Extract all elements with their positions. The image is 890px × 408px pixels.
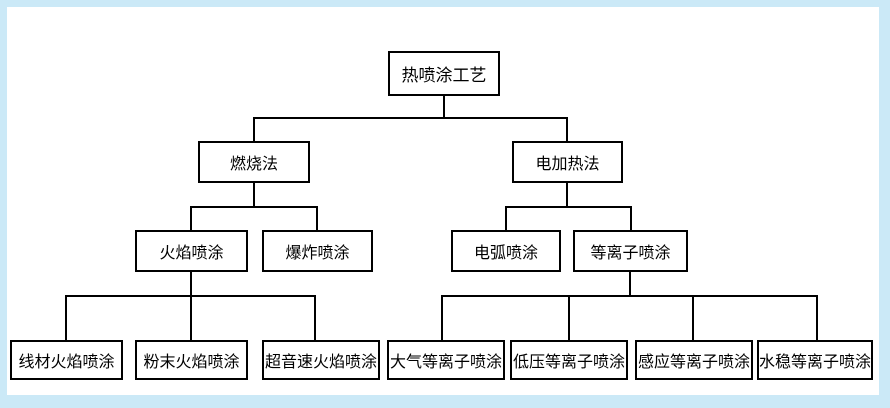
node-arc-spraying: 电弧喷涂 (451, 230, 561, 272)
node-detonation-spraying: 爆炸喷涂 (262, 230, 373, 272)
connector-flame-stem (190, 272, 192, 340)
connector-level2-rail (253, 117, 568, 119)
node-water-stabilized-plasma-spraying: 水稳等离子喷涂 (757, 340, 873, 380)
node-powder-flame-spraying: 粉末火焰喷涂 (135, 340, 248, 380)
connector-aps-drop (441, 295, 443, 340)
connector-plasma-rail (441, 295, 818, 297)
node-supersonic-flame-spraying: 超音速火焰喷涂 (262, 340, 380, 380)
connector-electric-stem (566, 183, 568, 208)
node-atmospheric-plasma-spraying: 大气等离子喷涂 (387, 340, 505, 380)
connector-flame-rail (65, 295, 316, 297)
connector-combustion-rail (190, 206, 318, 208)
connector-wsp-drop (816, 295, 818, 340)
connector-lpps-drop (568, 295, 570, 340)
node-flame-spraying: 火焰喷涂 (135, 230, 248, 272)
connector-electric-rail (505, 206, 632, 208)
connector-ips-drop (692, 295, 694, 340)
node-thermal-spray-process: 热喷涂工艺 (388, 51, 500, 96)
node-induction-plasma-spraying: 感应等离子喷涂 (635, 340, 753, 380)
connector-electric-drop (566, 117, 568, 141)
connector-combustion-stem (253, 183, 255, 208)
connector-plasma-stem (629, 272, 631, 297)
connector-plasma-drop (630, 206, 632, 230)
connector-flame-drop (190, 206, 192, 230)
node-low-pressure-plasma-spraying: 低压等离子喷涂 (510, 340, 628, 380)
node-electric-heating-method: 电加热法 (512, 141, 623, 183)
node-combustion-method: 燃烧法 (198, 141, 310, 183)
connector-combustion-drop (253, 117, 255, 141)
connector-wire-drop (65, 295, 67, 340)
connector-hvof-drop (314, 295, 316, 340)
node-wire-flame-spraying: 线材火焰喷涂 (10, 340, 123, 380)
connector-arc-drop (505, 206, 507, 230)
node-plasma-spraying: 等离子喷涂 (573, 230, 688, 272)
connector-root-stem (443, 96, 445, 119)
connector-detonation-drop (316, 206, 318, 230)
